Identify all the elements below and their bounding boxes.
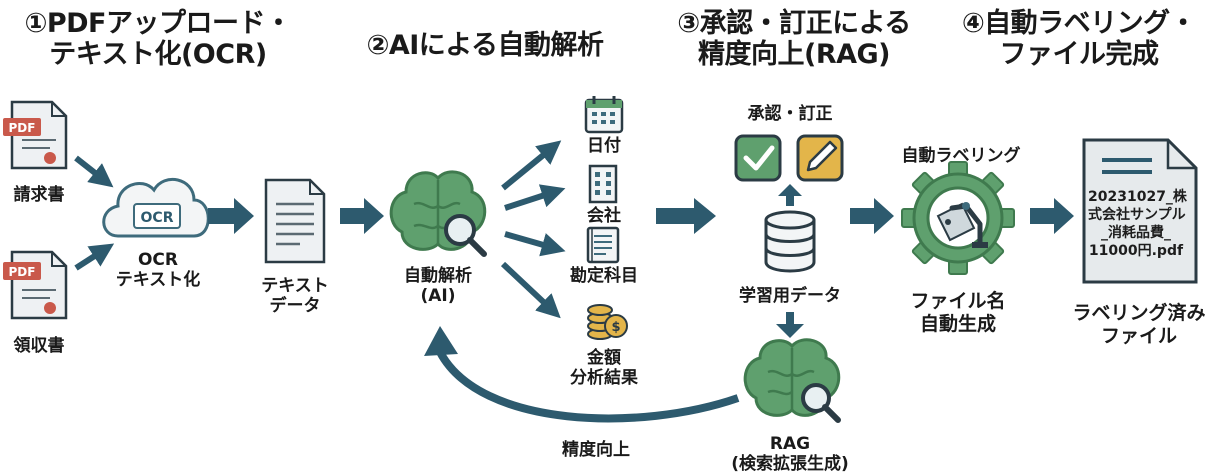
invoice-label: 請求書 bbox=[13, 185, 65, 205]
account-label: 勘定科目 bbox=[570, 266, 638, 286]
svg-text:PDF: PDF bbox=[9, 121, 36, 135]
arrow-invoice-to-ocr bbox=[74, 155, 114, 188]
arrow-ai-to-amount bbox=[500, 261, 561, 319]
receipt-document-icon: PDF bbox=[3, 250, 68, 320]
step-1-title: ①PDFアップロード・ テキスト化(OCR) bbox=[24, 8, 292, 70]
arrow-ocr-to-text bbox=[208, 198, 254, 234]
receipt-label: 領収書 bbox=[13, 336, 65, 356]
arrow-labeling-to-output bbox=[1030, 198, 1074, 234]
rag-brain-icon bbox=[743, 338, 841, 423]
ai-label: 自動解析 (AI) bbox=[404, 266, 472, 306]
database-icon bbox=[764, 210, 816, 273]
arrow-review-to-labeling bbox=[850, 198, 894, 234]
coins-icon: $ bbox=[587, 304, 628, 340]
arrow-rag-feedback bbox=[436, 350, 740, 423]
arrow-ai-to-account bbox=[504, 231, 566, 257]
step-3-title: ③承認・訂正による 精度向上(RAG) bbox=[677, 8, 911, 70]
output-filename: 20231027_株 式会社サンプル _消耗品費_ 11000円.pdf bbox=[1088, 189, 1187, 259]
filename-generation-label: ファイル名 自動生成 bbox=[910, 290, 1006, 335]
arrow-data-to-rag bbox=[776, 312, 804, 338]
ai-brain-icon bbox=[389, 170, 487, 257]
date-label: 日付 bbox=[587, 136, 621, 156]
text-data-label: テキスト データ bbox=[261, 276, 329, 316]
invoice-document-icon: PDF bbox=[3, 100, 68, 170]
arrow-ai-to-date bbox=[501, 140, 562, 191]
feedback-label: 精度向上 bbox=[562, 440, 630, 460]
arrow-ai-to-company bbox=[504, 184, 566, 211]
approval-label: 承認・訂正 bbox=[747, 104, 833, 124]
arrow-data-to-approval bbox=[778, 184, 802, 206]
svg-text:OCR: OCR bbox=[141, 210, 174, 226]
calendar-icon bbox=[584, 96, 624, 134]
pencil-icon bbox=[796, 134, 844, 182]
gear-robot-icon bbox=[901, 161, 1015, 275]
ledger-icon bbox=[586, 226, 620, 264]
step-2-title: ②AIによる自動解析 bbox=[366, 30, 605, 61]
arrow-text-to-ai bbox=[340, 198, 384, 234]
arrow-receipt-to-ocr bbox=[74, 243, 115, 271]
check-icon bbox=[734, 134, 782, 182]
step-4-title: ④自動ラベリング・ ファイル完成 bbox=[961, 8, 1197, 70]
svg-text:PDF: PDF bbox=[9, 265, 36, 279]
training-data-label: 学習用データ bbox=[739, 286, 841, 306]
arrow-rag-feedback-head bbox=[424, 326, 458, 356]
output-label: ラベリング済み ファイル bbox=[1072, 302, 1206, 347]
building-icon bbox=[588, 164, 618, 204]
rag-label: RAG (検索拡張生成) bbox=[731, 434, 849, 474]
text-data-document-icon bbox=[264, 178, 326, 264]
labeling-title: 自動ラベリング bbox=[901, 146, 1021, 166]
amount-label: 金額 分析結果 bbox=[570, 348, 638, 388]
arrow-results-to-review bbox=[656, 198, 716, 234]
svg-text:$: $ bbox=[611, 320, 620, 335]
ocr-cloud-icon: OCR bbox=[102, 178, 210, 238]
company-label: 会社 bbox=[587, 206, 621, 226]
ocr-label: OCR テキスト化 bbox=[115, 250, 201, 290]
output-file-icon bbox=[1082, 138, 1198, 284]
